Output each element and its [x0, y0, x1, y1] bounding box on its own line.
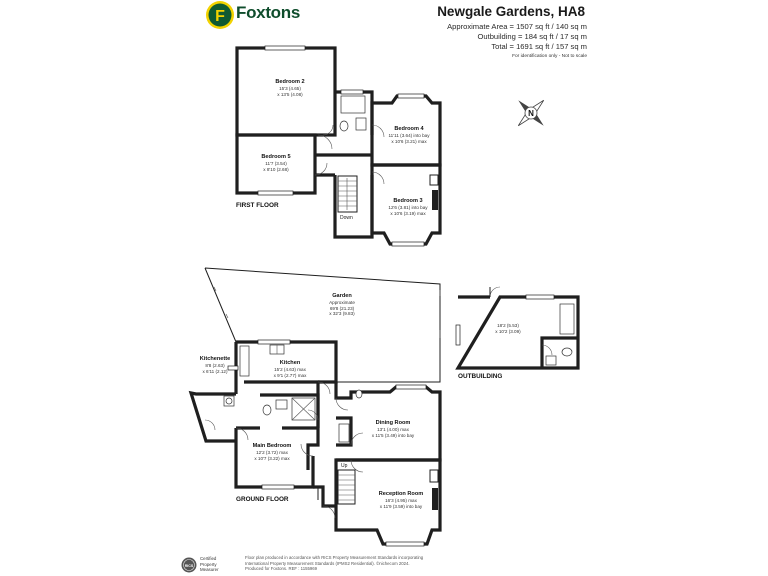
room-dimension: 11'7 (3.54) — [265, 160, 287, 166]
room-name: Garden — [332, 293, 352, 299]
room-name: Kitchenette — [199, 356, 231, 362]
bedroom2-label: Bedroom 2 15'3 (4.65) x 13'5 (4.08) — [268, 79, 312, 97]
badge-line: Certified — [200, 556, 217, 561]
approximate-area: Approximate Area = 1507 sq ft / 140 sq m — [447, 22, 587, 31]
room-dimension: x 10'7 (3.22) max — [254, 455, 290, 461]
main-bedroom-label: Main Bedroom 12'2 (3.72) max x 10'7 (3.2… — [246, 443, 298, 461]
outbuilding-plan — [455, 286, 580, 370]
room-name: Main Bedroom — [252, 443, 292, 449]
kitchenette-walls — [188, 390, 236, 443]
room-dimension: x 6'11 (2.12) — [202, 368, 228, 374]
room-dimension: x 11'9 (3.59) into bay — [379, 503, 423, 509]
bathroom-window — [340, 89, 364, 95]
stairs-up-label: Up — [341, 463, 348, 469]
stairs-down-label: Down — [340, 215, 353, 221]
garden-outline — [204, 267, 441, 383]
outbuilding-label: OUTBUILDING — [458, 373, 503, 380]
badge-line: Property — [200, 561, 217, 567]
kitchen-label: Kitchen 15'2 (4.63) max x 9'1 (2.77) max — [268, 360, 312, 378]
outbuilding-room-label: 18'2 (5.53) x 10'2 (3.09) — [488, 323, 528, 334]
room-name: Bedroom 4 — [394, 126, 424, 132]
first-floor-stairs — [337, 175, 358, 213]
brand-name: Foxtons — [236, 3, 301, 22]
foxtons-logo: F — [205, 0, 305, 30]
basin-fixture — [355, 117, 367, 131]
bedroom4-window — [397, 93, 425, 99]
room-name: Dining Room — [375, 420, 411, 426]
foxtons-logo-icon: F — [206, 1, 234, 29]
room-dimension: x 10'2 (3.09) — [495, 328, 521, 334]
room-dimension: 12'6 (3.81) into bay — [388, 204, 428, 210]
room-dimension: 15'2 (4.63) max — [274, 366, 306, 372]
room-name: Bedroom 3 — [393, 198, 423, 204]
room-dimension: 8'8 (2.63) — [205, 362, 225, 368]
main-bedroom-window — [261, 484, 295, 490]
dining-window — [395, 384, 427, 390]
room-name: Bedroom 2 — [275, 79, 305, 85]
room-dimension: 12'2 (3.72) max — [256, 449, 288, 455]
bedroom5-window — [257, 190, 294, 196]
stairwell-walls — [333, 175, 374, 239]
room-dimension: x 13'5 (4.08) — [277, 91, 303, 97]
reception-window — [385, 541, 425, 547]
identification-note: For identification only - Not to scale — [512, 54, 587, 59]
room-name: Reception Room — [378, 491, 424, 497]
bath-fixture — [340, 95, 366, 114]
room-dimension: x 10'6 (3.19) max — [390, 210, 426, 216]
compass-icon: N — [517, 99, 545, 127]
room-name: Bedroom 5 — [261, 154, 291, 160]
dining-room-label: Dining Room 13'1 (4.00) max x 11'5 (3.49… — [364, 420, 422, 438]
kitchenette-label: Kitchenette 8'8 (2.63) x 6'11 (2.12) — [196, 356, 234, 374]
rics-org: RICS — [185, 564, 194, 568]
footer-line: International Property Measurement Stand… — [245, 560, 410, 566]
footer-line: Produced for Foxtons. REF : 1155969 — [245, 566, 318, 572]
reception-room-label: Reception Room 16'3 (4.95) max x 11'9 (3… — [370, 491, 432, 509]
room-dimension: x 9'1 (2.77) max — [273, 372, 307, 378]
room-dimension: x 32'3 (9.83) — [329, 311, 355, 317]
room-name: Kitchen — [279, 360, 301, 366]
room-dimension: x 11'5 (3.49) into bay — [371, 432, 415, 438]
toilet-fixture — [339, 120, 349, 132]
room-dimension: 13'1 (4.00) max — [377, 426, 409, 432]
room-dimension: 69'8 (21.23) — [329, 305, 355, 311]
first-floor-label: FIRST FLOOR — [236, 202, 279, 209]
badge-line: Measurer — [200, 567, 219, 573]
room-dimension: x 8'10 (2.68) — [263, 166, 289, 172]
bedroom3-label: Bedroom 3 12'6 (3.81) into bay x 10'6 (3… — [380, 198, 436, 216]
property-address: Newgale Gardens, HA8 — [437, 4, 585, 19]
garden-label: Garden Approximate 69'8 (21.23) x 32'3 (… — [320, 293, 364, 317]
outbuilding-area: Outbuilding = 184 sq ft / 17 sq m — [477, 32, 587, 41]
room-dimension: 15'3 (4.65) — [279, 85, 301, 91]
bedroom3-wardrobe — [432, 190, 438, 210]
room-dimension: x 10'6 (3.21) max — [391, 138, 427, 144]
total-area: Total = 1691 sq ft / 157 sq m — [491, 42, 587, 51]
ground-floor-plan — [188, 339, 442, 547]
kitchen-window — [257, 339, 291, 345]
room-dimension: Approximate — [329, 299, 355, 305]
reception-room-walls — [334, 458, 442, 546]
room-dimension: 18'2 (5.53) — [497, 323, 519, 328]
bedroom3-window — [391, 241, 425, 247]
room-dimension: 11'11 (3.64) into bay — [388, 132, 430, 138]
ground-floor-stairs — [337, 469, 356, 505]
rics-badge: RICS Certified Property Measurer — [181, 556, 241, 574]
bedroom5-label: Bedroom 5 11'7 (3.54) x 8'10 (2.68) — [254, 154, 298, 172]
footer-line: Floor plan produced in accordance with R… — [245, 555, 424, 560]
ground-floor-label: GROUND FLOOR — [236, 496, 289, 503]
rics-seal-icon: RICS — [181, 557, 197, 573]
footer-note: Floor plan produced in accordance with R… — [245, 555, 423, 572]
logo-letter: F — [215, 8, 225, 25]
bedroom3-walls — [370, 163, 442, 246]
bedroom2-window — [264, 45, 306, 51]
room-dimension: 16'3 (4.95) max — [385, 497, 417, 503]
compass-letter: N — [528, 109, 534, 118]
bedroom4-label: Bedroom 4 11'11 (3.64) into bay x 10'6 (… — [383, 126, 435, 144]
first-floor-plan — [235, 45, 442, 247]
